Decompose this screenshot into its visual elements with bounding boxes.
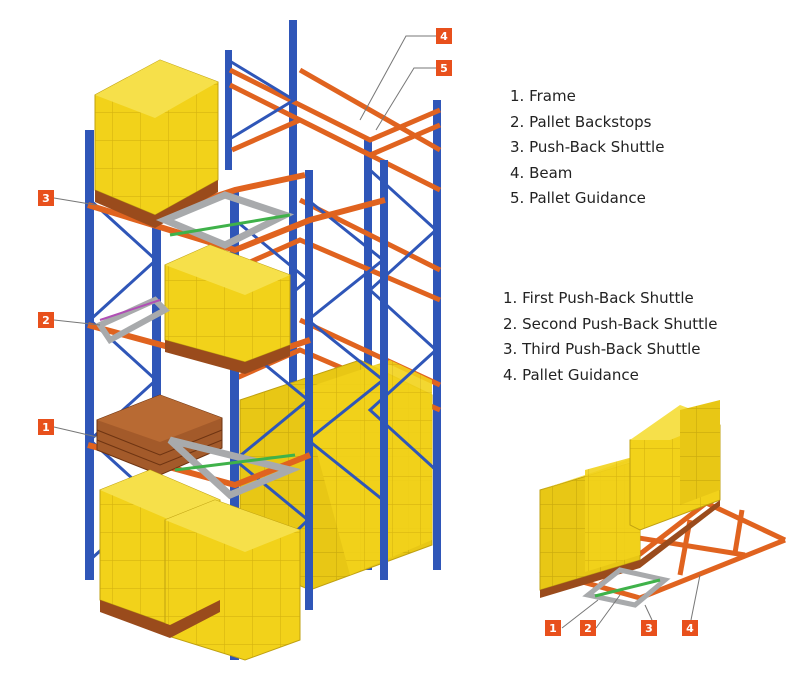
legend-item-second-shuttle: 2. Second Push-Back Shuttle <box>503 314 718 333</box>
callout-badge-5: 5 <box>436 60 452 76</box>
callout-badge-4-label: 4 <box>440 30 448 43</box>
callout-badge-1: 1 <box>38 419 54 435</box>
frame-uprights-front <box>85 130 388 660</box>
legend-item-pallet-backstops: 2. Pallet Backstops <box>510 112 652 131</box>
detail-shuttle <box>582 567 671 608</box>
legend-item-shuttle-pallet-guidance: 4. Pallet Guidance <box>503 365 639 384</box>
callout-badge-2-label: 2 <box>42 314 50 327</box>
detail-badge-4: 4 <box>682 620 698 636</box>
legend-item-third-shuttle: 3. Third Push-Back Shuttle <box>503 340 701 358</box>
detail-pallet-loads <box>539 400 721 598</box>
callout-badge-4: 4 <box>436 28 452 44</box>
rack-main <box>85 20 442 661</box>
detail-badge-4-box <box>682 620 698 636</box>
detail-badge-1-label: 1 <box>549 622 557 635</box>
callout-badge-1-box <box>38 419 54 435</box>
detail-badge-3-box <box>641 620 657 636</box>
callout-badge-5-label: 5 <box>440 62 448 75</box>
callout-badge-5-box <box>436 60 452 76</box>
callout-lines-detail <box>561 574 701 629</box>
push-back-shuttles <box>95 191 302 500</box>
detail-badge-2-box <box>580 620 596 636</box>
callout-lines-main <box>53 35 436 438</box>
callout-badge-3: 3 <box>38 190 54 206</box>
pallet-loads-bottom <box>99 469 301 661</box>
legend-item-push-back-shuttle: 3. Push-Back Shuttle <box>510 138 665 156</box>
legend-item-frame: 1. Frame <box>510 87 576 105</box>
shuttle-detail-view <box>539 400 787 608</box>
pallet-load-middle <box>164 244 291 374</box>
callout-badge-2-box <box>38 312 54 328</box>
detail-badge-4-label: 4 <box>686 622 694 635</box>
callout-badge-2: 2 <box>38 312 54 328</box>
callout-badge-1-label: 1 <box>42 421 50 434</box>
legend-item-pallet-guidance: 5. Pallet Guidance <box>510 189 646 207</box>
detail-badge-3: 3 <box>641 620 657 636</box>
detail-badge-3-label: 3 <box>645 622 653 635</box>
detail-badge-2: 2 <box>580 620 596 636</box>
detail-badge-1: 1 <box>545 620 561 636</box>
pallet-load-top <box>94 59 219 228</box>
detail-badge-2-label: 2 <box>584 622 592 635</box>
detail-badge-1-box <box>545 620 561 636</box>
callout-badge-4-box <box>436 28 452 44</box>
legend-shuttle-components: 1. First Push-Back Shuttle 2. Second Pus… <box>503 286 717 388</box>
legend-rack-components: 1. Frame 2. Pallet Backstops 3. Push-Bac… <box>510 84 664 212</box>
frame-uprights-back <box>225 20 441 570</box>
legend-item-beam: 4. Beam <box>510 163 573 182</box>
legend-item-first-shuttle: 1. First Push-Back Shuttle <box>503 289 694 307</box>
callout-badge-3-label: 3 <box>42 192 50 205</box>
callout-badge-3-box <box>38 190 54 206</box>
